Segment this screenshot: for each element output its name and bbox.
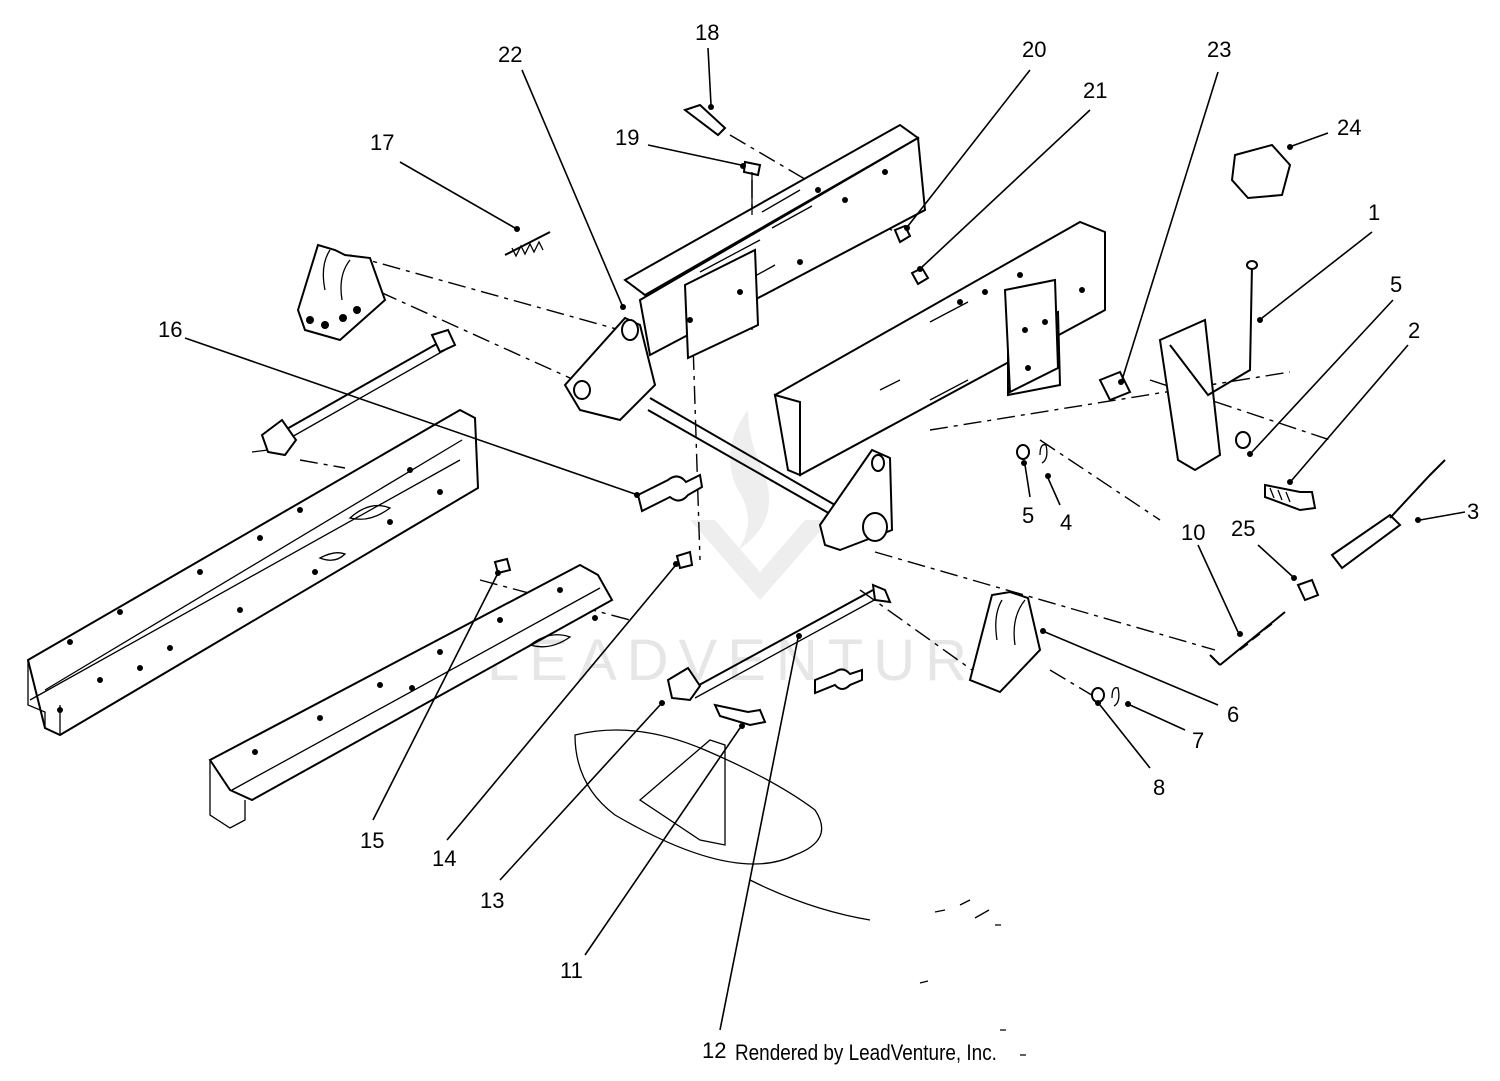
callout-19: 19 [615,125,639,150]
callout-4: 4 [1060,510,1072,535]
callout-14: 14 [432,846,456,871]
right-channel-assembly [773,220,1106,477]
leader-lines [184,47,1466,1031]
axle-assembly [563,316,894,552]
watermark-v-icon [690,520,830,600]
callout-5-upper: 5 [1390,272,1402,297]
lower-linkage-rod [666,583,892,727]
callout-3: 3 [1467,499,1479,524]
deck-outline [574,729,871,921]
left-frame-rail [26,408,480,737]
right-hardware [1016,431,1446,707]
callout-17: 17 [370,130,394,155]
callout-6: 6 [1227,702,1239,727]
callout-1: 1 [1368,200,1380,225]
callout-labels: 1 2 3 4 5 5 6 7 8 10 11 12 13 14 15 16 1… [158,20,1479,1063]
scatter-marks [919,899,1026,1056]
callout-20: 20 [1022,37,1046,62]
height-plate-left [296,243,387,342]
callout-5-lower: 5 [1022,503,1034,528]
lever-assembly [1098,143,1292,472]
callout-18: 18 [695,20,719,45]
callout-22: 22 [498,42,522,67]
callout-10: 10 [1181,520,1205,545]
height-plate-right [968,590,1042,694]
upper-bracket-assembly [623,123,927,360]
callout-24: 24 [1337,115,1361,140]
left-linkage-rod [251,328,457,457]
callout-13: 13 [480,888,504,913]
part-16-clip [636,473,704,513]
footer-credit: Rendered by LeadVenture, Inc. [735,1040,997,1065]
callout-12: 12 [702,1038,726,1063]
lower-frame-rail [208,563,614,829]
callout-16: 16 [158,317,182,342]
callout-23: 23 [1207,37,1231,62]
callout-8: 8 [1153,775,1165,800]
callout-2: 2 [1408,318,1420,343]
callout-21: 21 [1083,78,1107,103]
part-17-spring [504,231,551,258]
callout-15: 15 [360,828,384,853]
callout-25: 25 [1231,516,1255,541]
watermark-flame-icon [730,410,770,550]
callout-7: 7 [1192,728,1204,753]
callout-11: 11 [560,958,583,983]
